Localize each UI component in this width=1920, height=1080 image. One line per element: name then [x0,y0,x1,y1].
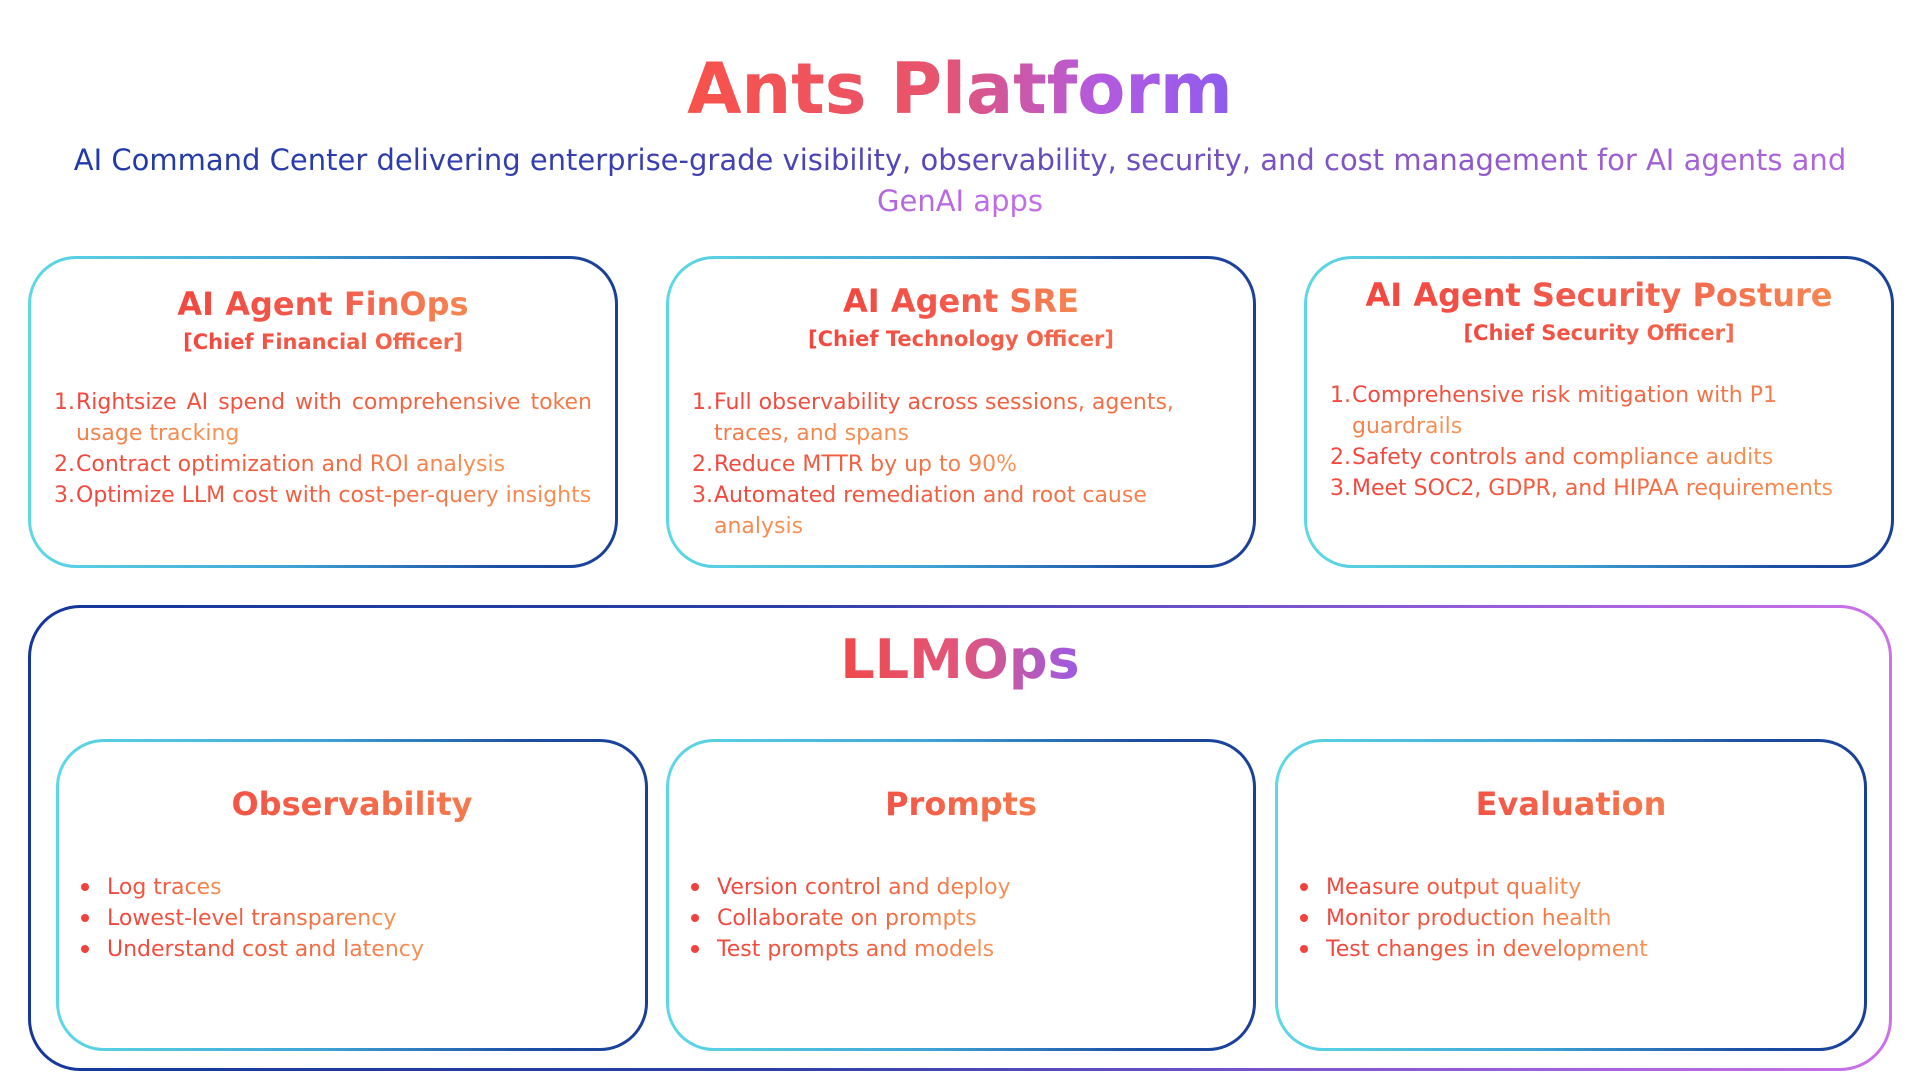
card-sre-role: [Chief Technology Officer] [808,327,1114,351]
list-item: 3.Optimize LLM cost with cost-per-query … [54,483,592,508]
bullet-icon [1300,883,1308,891]
list-item: 2.Contract optimization and ROI analysis [54,452,506,477]
list-item: Collaborate on prompts [688,903,1228,934]
bullet-icon [691,945,699,953]
list-item: 3.Automated remediation and root cause a… [692,483,1147,539]
module-evaluation-title: Evaluation [1475,785,1667,823]
list-item: 1.Rightsize AI spend with comprehensive … [54,390,592,446]
module-prompts-list: Version control and deploy Collaborate o… [688,872,1228,965]
bullet-icon [1300,914,1308,922]
module-observability-title: Observability [231,785,473,823]
page-title: Ants Platform [0,44,1920,134]
card-security-role: [Chief Security Officer] [1463,321,1735,345]
list-item: 1.Comprehensive risk mitigation with P1 … [1330,383,1778,439]
module-observability-list: Log traces Lowest-level transparency Und… [78,872,618,965]
list-item: Version control and deploy [688,872,1228,903]
card-finops-role: [Chief Financial Officer] [183,330,463,354]
bullet-icon [81,914,89,922]
module-evaluation-list: Measure output quality Monitor productio… [1297,872,1837,965]
bullet-icon [691,914,699,922]
card-security-list: 1.Comprehensive risk mitigation with P1 … [1330,380,1850,504]
list-item: Test changes in development [1297,934,1837,965]
list-item: Monitor production health [1297,903,1837,934]
module-prompts-title: Prompts [885,785,1037,823]
list-item: Test prompts and models [688,934,1228,965]
bullet-icon [81,883,89,891]
page-subtitle: AI Command Center delivering enterprise-… [73,143,1847,218]
card-sre-title: AI Agent SRE [843,282,1079,320]
list-item: Understand cost and latency [78,934,618,965]
card-finops-list: 1.Rightsize AI spend with comprehensive … [54,387,592,511]
list-item: 2.Reduce MTTR by up to 90% [692,452,1017,477]
card-finops: AI Agent FinOps [Chief Financial Officer… [28,256,618,568]
card-sre-list: 1.Full observability across sessions, ag… [692,387,1240,542]
list-item: Log traces [78,872,618,903]
bullet-icon [1300,945,1308,953]
module-prompts: Prompts Version control and deploy Colla… [666,739,1256,1051]
bullet-icon [81,945,89,953]
list-item: Measure output quality [1297,872,1837,903]
list-item: Lowest-level transparency [78,903,618,934]
card-sre: AI Agent SRE [Chief Technology Officer] … [666,256,1256,568]
card-security: AI Agent Security Posture [Chief Securit… [1304,256,1894,568]
list-item: 2.Safety controls and compliance audits [1330,445,1774,470]
card-security-title: AI Agent Security Posture [1365,276,1833,314]
llmops-title: LLMOps [840,628,1080,691]
list-item: 1.Full observability across sessions, ag… [692,390,1174,446]
module-evaluation: Evaluation Measure output quality Monito… [1275,739,1867,1051]
module-observability: Observability Log traces Lowest-level tr… [56,739,648,1051]
bullet-icon [691,883,699,891]
list-item: 3.Meet SOC2, GDPR, and HIPAA requirement… [1330,476,1834,501]
card-finops-title: AI Agent FinOps [177,285,469,323]
